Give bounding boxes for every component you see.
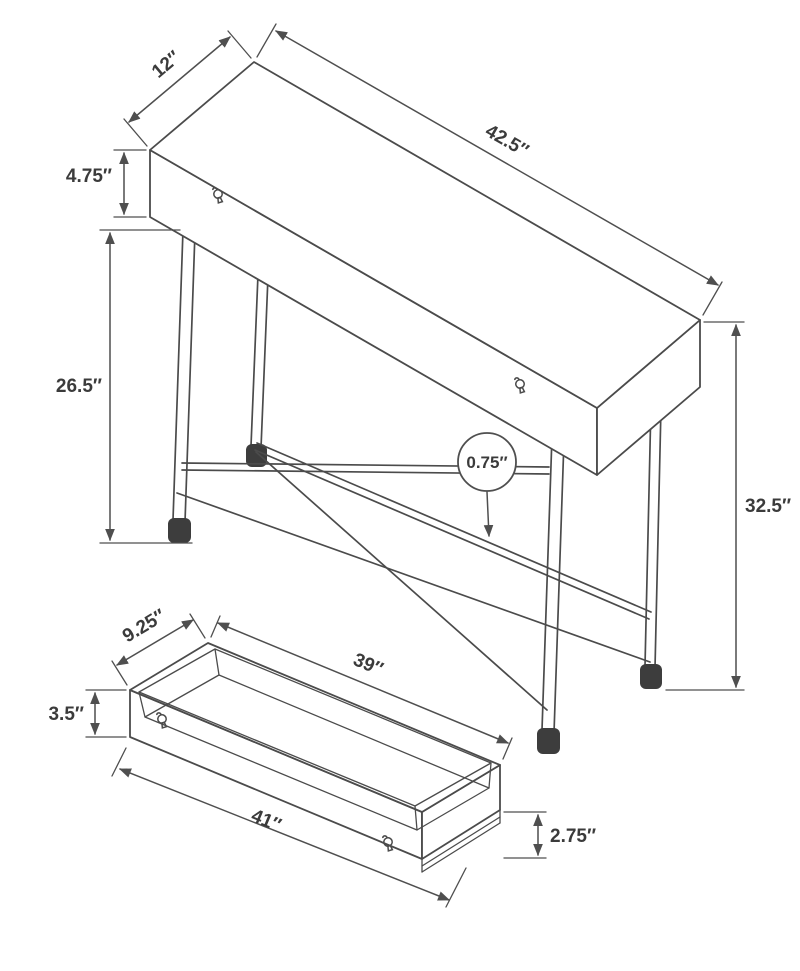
dimension-drawer-side-height: 2.75″ — [503, 811, 596, 859]
leg-foot — [246, 444, 267, 467]
drawer-drawing: 9.25″ 39″ 3.5″ 41″ 2.75″ — [48, 605, 596, 908]
dimension-drawer-front-height: 3.5″ — [48, 689, 127, 738]
dimension-frame-thickness: 0.75″ — [457, 432, 517, 538]
drawer-depth-label: 9.25″ — [119, 605, 169, 647]
frame-thickness-label: 0.75″ — [466, 453, 507, 472]
dimension-leg-height: 26.5″ — [56, 229, 193, 544]
frame-back-stretcher — [254, 442, 652, 620]
apron-height-label: 4.75″ — [66, 166, 112, 187]
callout-circle — [457, 432, 517, 492]
leg-foot — [537, 728, 560, 754]
leg-foot — [168, 518, 191, 543]
leg-height-label: 26.5″ — [56, 376, 102, 397]
drawer-side-height-label: 2.75″ — [550, 826, 596, 847]
top-length-label: 42.5″ — [482, 121, 532, 162]
drawer-box — [129, 642, 501, 873]
frame-left-front-leg — [168, 229, 196, 543]
console-table-drawing: 12″ 42.5″ 4.75″ 26.5″ 32.5″ — [56, 23, 791, 754]
frame-right-front-leg — [537, 435, 565, 754]
dimension-overall-height: 32.5″ — [665, 321, 791, 691]
table-top-slab — [149, 61, 701, 476]
top-depth-label: 12″ — [148, 47, 185, 83]
leg-foot — [640, 664, 662, 689]
dimension-apron-height: 4.75″ — [66, 149, 147, 218]
overall-height-label: 32.5″ — [745, 496, 791, 517]
drawer-front-height-label: 3.5″ — [48, 704, 84, 725]
drawer-inner-length-label: 39″ — [350, 649, 386, 680]
